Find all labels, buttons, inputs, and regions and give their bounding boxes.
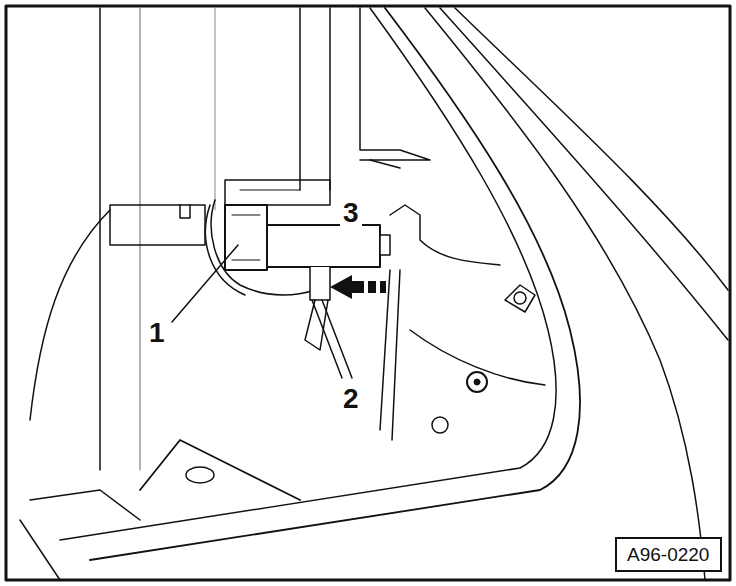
callout-number: 3 xyxy=(340,198,362,228)
reference-box: A96-0220 xyxy=(615,537,722,572)
callout-number: 1 xyxy=(146,318,168,348)
callout-number: 2 xyxy=(340,384,362,414)
reference-code: A96-0220 xyxy=(627,545,710,564)
